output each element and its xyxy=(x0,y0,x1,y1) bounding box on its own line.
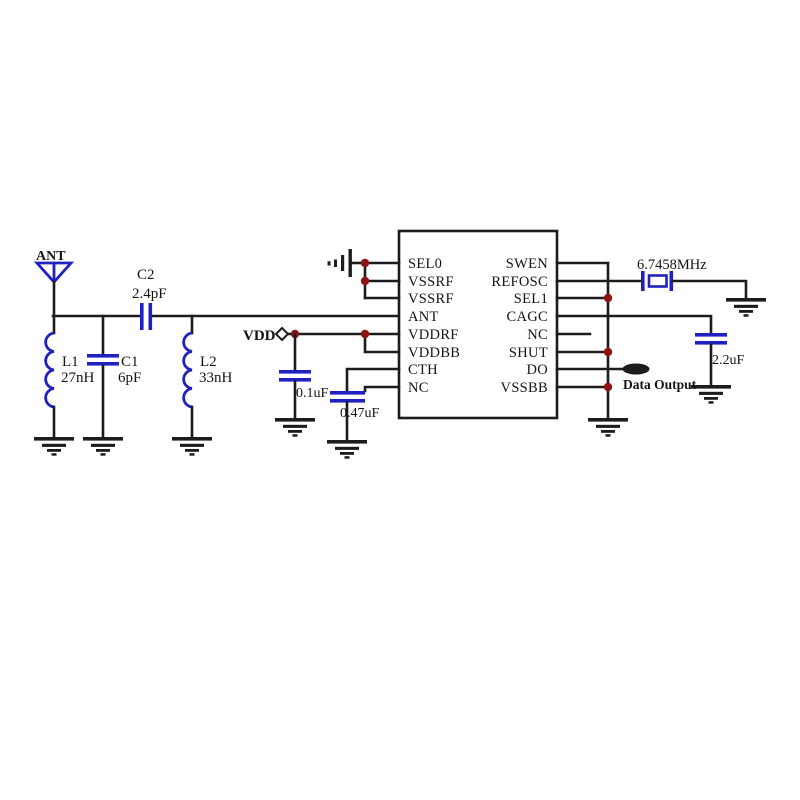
junction-dot xyxy=(603,382,613,392)
data-output-label: Data Output xyxy=(623,377,697,392)
cap-plate xyxy=(87,362,119,366)
ground-symbol xyxy=(83,437,123,456)
ic-pin-label: VSSRF xyxy=(408,274,454,290)
ic-pin-label: VDDRF xyxy=(408,327,459,343)
ic-pin-label: DO xyxy=(526,362,548,378)
sel0-vssrf-ground-net xyxy=(327,249,401,300)
capacitor-2p2uf-cagc-net xyxy=(555,314,731,404)
vdd-net xyxy=(274,326,401,354)
ic-body xyxy=(397,229,559,420)
crystal-end-bar xyxy=(641,271,645,291)
ic-pin-label: SEL0 xyxy=(408,256,442,272)
ground-symbol xyxy=(34,437,74,456)
ic-pin-label: SEL1 xyxy=(514,291,548,307)
ic-pin-label: SWEN xyxy=(506,256,549,272)
nc-left-wire xyxy=(363,385,401,393)
cagc-wire xyxy=(555,314,713,335)
ic-pin-label: VDDBB xyxy=(408,345,460,361)
ground-symbol xyxy=(275,418,315,437)
ic-pin-label: SHUT xyxy=(509,345,548,361)
ground-bar xyxy=(327,261,331,266)
capacitor-c1 xyxy=(83,314,123,456)
ic-pin-label: NC xyxy=(408,380,429,396)
wire xyxy=(671,279,748,300)
crystal-body xyxy=(647,274,668,288)
junction-dot xyxy=(360,258,370,268)
ic-pin-label: REFOSC xyxy=(491,274,548,290)
vdd-label: VDD xyxy=(243,328,276,344)
cap-plate xyxy=(140,303,144,330)
vddbb-wire xyxy=(363,332,401,354)
cap-plate xyxy=(330,391,365,395)
cap-plate xyxy=(279,378,311,382)
capacitor-0p47uf-cth-net xyxy=(327,367,401,459)
cth-wire xyxy=(345,367,401,393)
l2-value: 33nH xyxy=(199,370,233,386)
ground-symbol xyxy=(172,437,212,456)
data-output-pad xyxy=(622,363,650,375)
l2-name: L2 xyxy=(200,354,217,370)
inductor-l2 xyxy=(172,314,212,456)
c1-name: C1 xyxy=(121,354,139,370)
junction-dot xyxy=(360,329,370,339)
capacitor-c2 xyxy=(140,303,153,330)
ground-symbol xyxy=(726,298,766,317)
ic-right-pin-labels: SWEN REFOSC SEL1 CAGC NC SHUT DO VSSBB xyxy=(491,256,548,396)
ic-pin-label: VSSRF xyxy=(408,291,454,307)
cap-plate xyxy=(87,354,119,358)
crystal-value: 6.7458MHz xyxy=(637,257,707,273)
junction-dot xyxy=(603,347,613,357)
c1-value: 6pF xyxy=(118,370,141,386)
inductor-coil xyxy=(182,331,193,409)
inductor-coil xyxy=(44,331,55,409)
ic-left-pin-labels: SEL0 VSSRF VSSRF ANT VDDRF VDDBB CTH NC xyxy=(408,256,460,396)
ground-symbol xyxy=(327,440,367,459)
ic-pin-label: ANT xyxy=(408,309,439,325)
cap-plate xyxy=(695,333,727,337)
ground-symbol xyxy=(588,418,628,437)
l1-name: L1 xyxy=(62,354,79,370)
cap-plate xyxy=(695,341,727,345)
c-0p1uf-value: 0.1uF xyxy=(296,386,329,401)
ground-bar xyxy=(334,259,337,267)
cap-plate xyxy=(279,370,311,374)
antenna-label: ANT xyxy=(36,249,66,264)
inductor-l1 xyxy=(34,314,74,456)
c2-name: C2 xyxy=(137,267,155,283)
ic-pin-label: NC xyxy=(527,327,548,343)
junction-dot xyxy=(360,276,370,286)
cap-plate xyxy=(330,399,365,403)
ground-symbol xyxy=(691,385,731,404)
data-output-net xyxy=(555,363,650,375)
vdd-terminal-diamond xyxy=(274,326,290,342)
right-ground-rail xyxy=(555,261,628,437)
ic-pin-label: CAGC xyxy=(507,309,549,325)
ic-pin-label: VSSBB xyxy=(501,380,548,396)
ground-bar xyxy=(341,255,345,271)
c-2p2uf-value: 2.2uF xyxy=(712,353,745,368)
c2-value: 2.4pF xyxy=(132,286,167,302)
ground-bar xyxy=(348,249,352,277)
c-0p47uf-value: 0.47uF xyxy=(340,406,380,421)
junction-dot xyxy=(603,293,613,303)
antenna-symbol xyxy=(33,261,75,318)
crystal-end-bar xyxy=(669,271,674,291)
capacitor-0p1uf xyxy=(275,332,315,437)
ic-pin-label: CTH xyxy=(408,362,438,378)
cap-plate xyxy=(148,303,153,330)
l1-value: 27nH xyxy=(61,370,95,386)
crystal-net xyxy=(555,271,766,317)
ground-symbol-sideways xyxy=(327,249,367,277)
